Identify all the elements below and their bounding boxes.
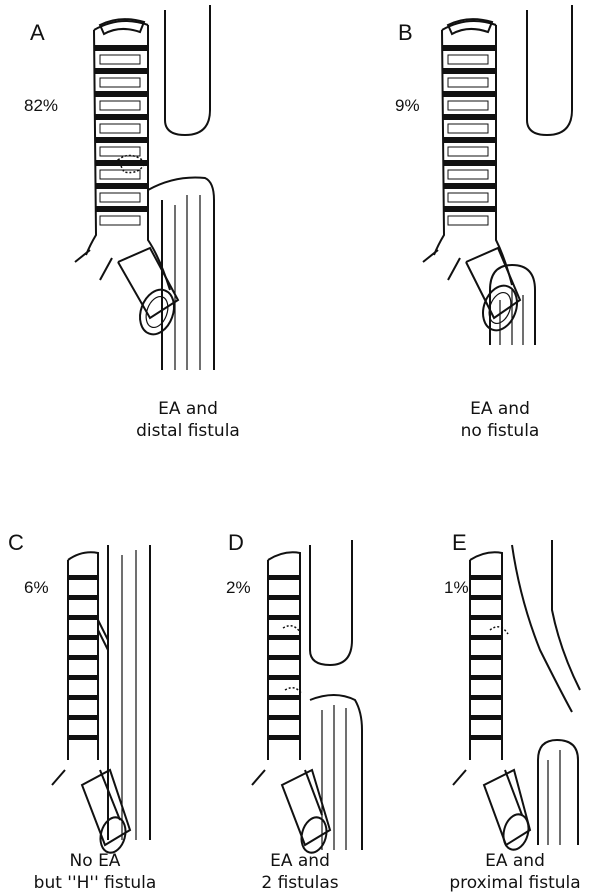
panel-e-caption: EA and proximal fistula (440, 850, 590, 894)
panel-e-caption-line2: proximal fistula (440, 872, 590, 894)
panel-e-caption-line1: EA and (440, 850, 590, 872)
